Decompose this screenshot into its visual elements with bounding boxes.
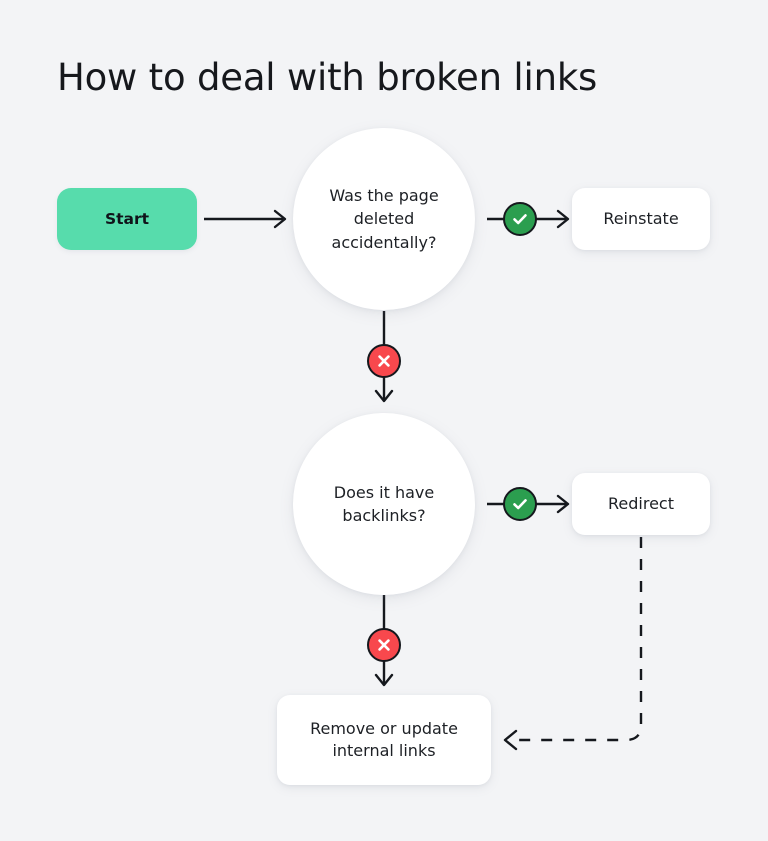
- edge-question2-to-redirect-arrowhead: [556, 494, 570, 514]
- edge-start-to-question1-arrowhead: [273, 209, 287, 229]
- node-remove-internal-links[interactable]: Remove or update internal links: [277, 695, 491, 785]
- edge-redirect-to-remove-dashed: [512, 537, 643, 742]
- node-question-2-label: Does it have backlinks?: [333, 482, 435, 525]
- node-redirect[interactable]: Redirect: [572, 473, 710, 535]
- node-question-2[interactable]: Does it have backlinks?: [293, 413, 475, 595]
- cross-icon: [367, 628, 401, 662]
- node-start[interactable]: Start: [57, 188, 197, 250]
- node-redirect-label: Redirect: [608, 494, 674, 514]
- check-icon: [503, 202, 537, 236]
- node-question-1-label: Was the page deleted accidentally?: [329, 186, 439, 252]
- check-icon: [503, 487, 537, 521]
- edge-question2-to-remove-arrowhead: [374, 673, 394, 687]
- edge-redirect-to-remove-arrowhead: [503, 729, 518, 751]
- node-reinstate[interactable]: Reinstate: [572, 188, 710, 250]
- page-title: How to deal with broken links: [57, 56, 598, 99]
- node-start-label: Start: [104, 210, 150, 228]
- node-question-1[interactable]: Was the page deleted accidentally?: [293, 128, 475, 310]
- node-reinstate-label: Reinstate: [603, 209, 679, 229]
- edge-question1-to-question2-arrowhead: [374, 389, 394, 403]
- cross-icon: [367, 344, 401, 378]
- edge-question1-to-reinstate-arrowhead: [556, 209, 570, 229]
- node-remove-internal-links-label: Remove or update internal links: [310, 719, 458, 760]
